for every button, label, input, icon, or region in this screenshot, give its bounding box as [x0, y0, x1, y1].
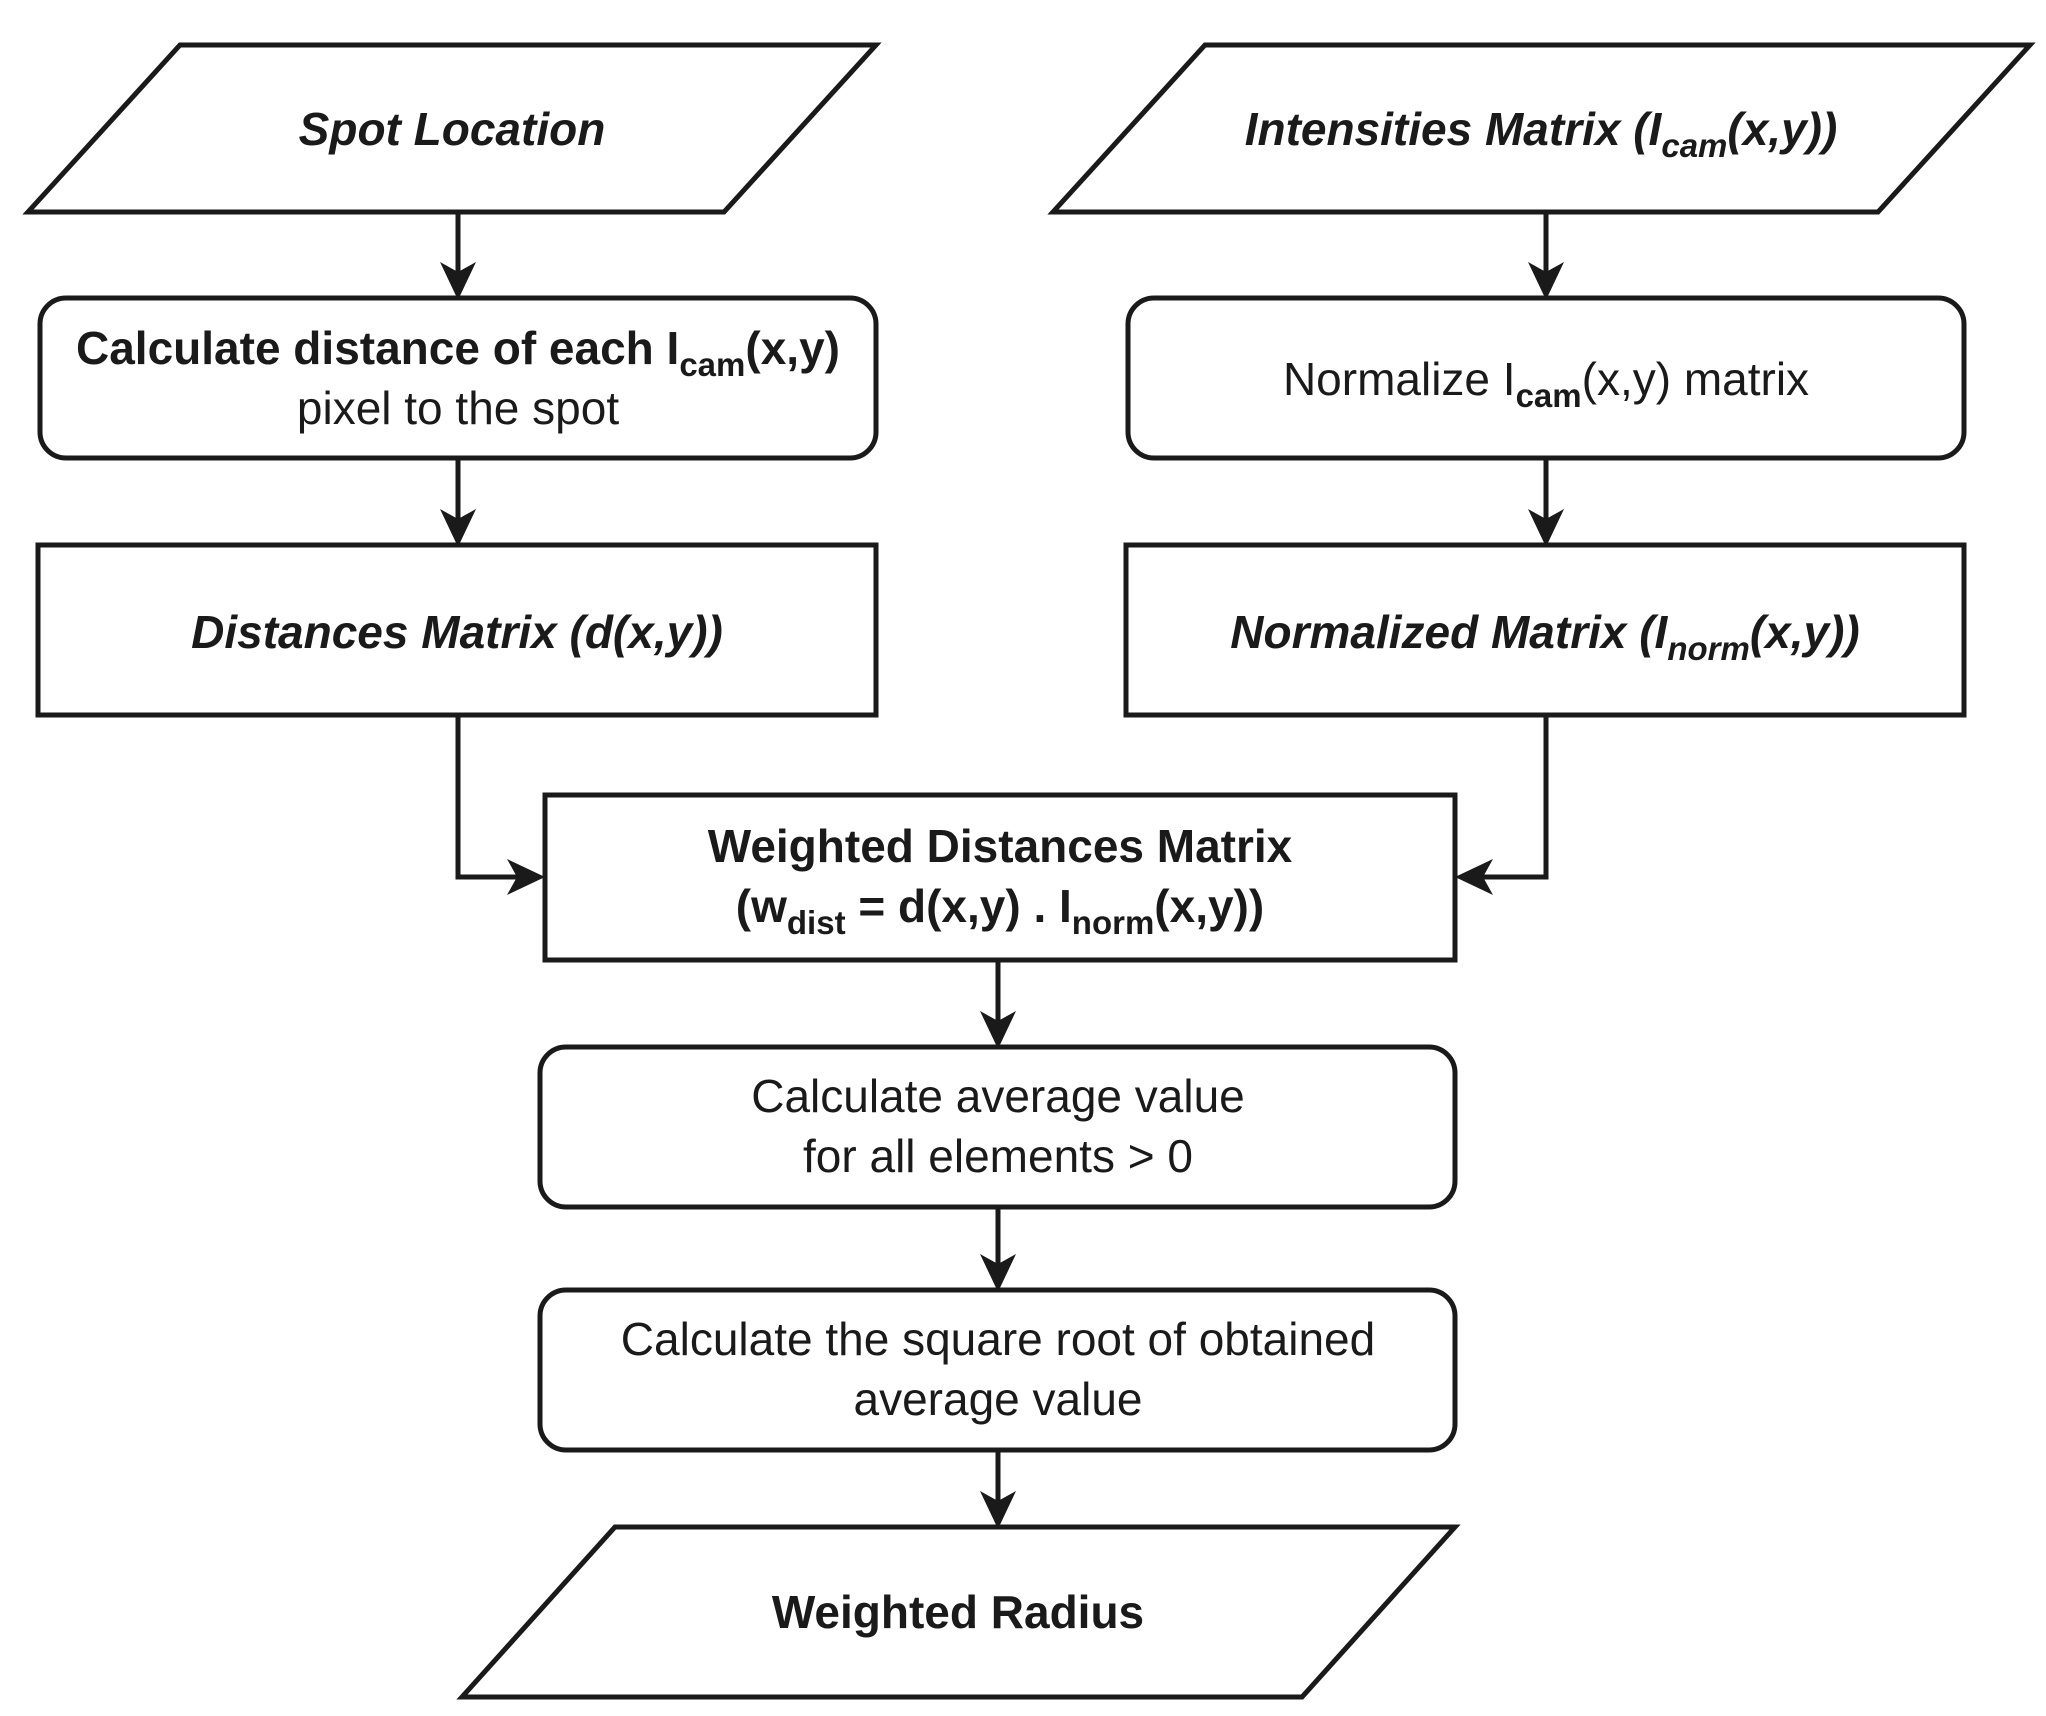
line2-subscript-norm: norm [1072, 904, 1155, 941]
node-calculate-sqrt-line1: Calculate the square root of obtained [621, 1313, 1375, 1365]
line2-b: = d(x,y) . I [846, 880, 1072, 932]
label-tail: (x,y) matrix [1582, 353, 1809, 405]
edge-distances-matrix-to-weighted-distances [455, 715, 545, 895]
node-calculate-distance-line1: Calculate distance of each Icam(x,y) [76, 322, 840, 383]
edge-spot-location-to-calculate-distance [440, 212, 476, 300]
node-weighted-radius-label: Weighted Radius [772, 1586, 1144, 1638]
node-distances-matrix-label: Distances Matrix (d(x,y)) [191, 606, 723, 658]
arrowhead-icon [1455, 859, 1493, 895]
node-spot-location-label: Spot Location [299, 103, 606, 155]
arrowhead-icon [440, 509, 476, 547]
label-lead: Normalize I [1283, 353, 1516, 405]
node-distances-matrix[interactable]: Distances Matrix (d(x,y)) [35, 542, 879, 718]
arrowhead-icon [1528, 262, 1564, 300]
arrowhead-icon [980, 1491, 1016, 1529]
node-weighted-distances-line1: Weighted Distances Matrix [708, 820, 1293, 872]
node-normalized-matrix[interactable]: Normalized Matrix (Inorm(x,y)) [1123, 542, 1967, 718]
label-subscript: cam [1661, 127, 1727, 164]
arrowhead-icon [1528, 509, 1564, 547]
line2-c: (x,y)) [1154, 880, 1264, 932]
arrowhead-icon [980, 1011, 1016, 1049]
node-calculate-sqrt-line2: average value [854, 1373, 1143, 1425]
line2-a: (w [736, 880, 787, 932]
label-tail: (x,y)) [1727, 103, 1837, 155]
edge-weighted-distances-to-calculate-average [980, 960, 1016, 1049]
edge-intensities-matrix-to-normalize-matrix [1528, 212, 1564, 300]
line1-tail: (x,y) [745, 322, 840, 374]
arrowhead-icon [440, 262, 476, 300]
node-calculate-distance-line2: pixel to the spot [297, 382, 619, 434]
node-normalize-matrix-label: Normalize Icam(x,y) matrix [1283, 353, 1809, 414]
line2-subscript-dist: dist [787, 904, 846, 941]
line1-subscript: cam [679, 346, 745, 383]
edge-calculate-distance-to-distances-matrix [440, 458, 476, 547]
label-tail: (x,y)) [1750, 606, 1860, 658]
node-calculate-distance[interactable]: Calculate distance of each Icam(x,y) pix… [37, 295, 879, 461]
arrowhead-icon [507, 859, 545, 895]
edge-normalized-matrix-to-weighted-distances [1455, 715, 1549, 895]
parallelogram-shape [456, 1524, 1461, 1700]
node-weighted-radius[interactable]: Weighted Radius [456, 1524, 1461, 1700]
label-subscript: cam [1516, 377, 1582, 414]
node-spot-location[interactable]: Spot Location [22, 42, 882, 215]
line1-lead: Calculate distance of each I [76, 322, 679, 374]
parallelogram-shape [1047, 42, 2036, 215]
node-calculate-average[interactable]: Calculate average value for all elements… [537, 1044, 1458, 1210]
edge-calculate-sqrt-to-weighted-radius [980, 1450, 1016, 1529]
node-calculate-average-line2: for all elements > 0 [803, 1130, 1193, 1182]
arrowhead-icon [980, 1254, 1016, 1292]
node-calculate-sqrt[interactable]: Calculate the square root of obtained av… [537, 1287, 1458, 1453]
edge-normalize-matrix-to-normalized-matrix [1528, 458, 1564, 547]
node-normalize-matrix[interactable]: Normalize Icam(x,y) matrix [1125, 295, 1967, 461]
label-lead: Normalized Matrix (I [1230, 606, 1668, 658]
label-subscript: norm [1667, 630, 1750, 667]
label-lead: Intensities Matrix (I [1245, 103, 1663, 155]
node-weighted-distances-line2: (wdist = d(x,y) . Inorm(x,y)) [736, 880, 1264, 941]
node-intensities-matrix-label: Intensities Matrix (Icam(x,y)) [1245, 103, 1838, 164]
edge-calculate-average-to-calculate-sqrt [980, 1207, 1016, 1292]
rect-shape [542, 792, 1458, 963]
node-calculate-average-line1: Calculate average value [751, 1070, 1245, 1122]
node-intensities-matrix[interactable]: Intensities Matrix (Icam(x,y)) [1047, 42, 2036, 215]
node-weighted-distances-matrix[interactable]: Weighted Distances Matrix (wdist = d(x,y… [542, 792, 1458, 963]
node-normalized-matrix-label: Normalized Matrix (Inorm(x,y)) [1230, 606, 1860, 667]
parallelogram-shape [22, 42, 882, 215]
